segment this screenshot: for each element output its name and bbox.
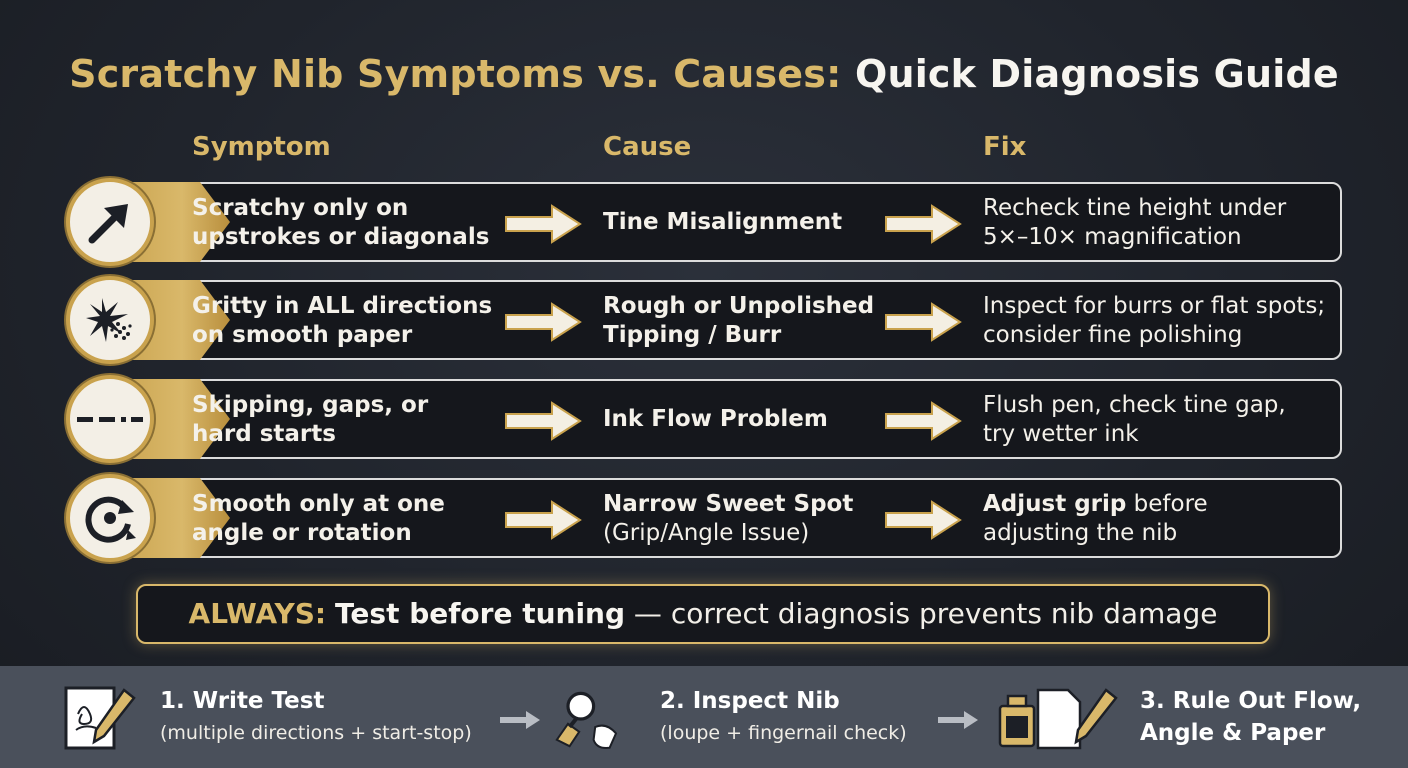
cause-text: Narrow Sweet Spot (Grip/Angle Issue) (603, 490, 853, 548)
symptom-line: on smooth paper (192, 322, 413, 348)
arrow-right-icon (505, 401, 582, 441)
fix-line: adjusting the nib (983, 520, 1178, 546)
cause-text: Ink Flow Problem (603, 405, 828, 434)
arrow-right-icon (885, 204, 962, 244)
gritty-burst-icon (66, 276, 154, 364)
symptom-line: Skipping, gaps, or (192, 392, 429, 418)
step-title: 2. Inspect Nib (660, 688, 840, 714)
row-panel (110, 478, 1342, 558)
fix-text: Recheck tine height under 5×–10× magnifi… (983, 194, 1286, 252)
fix-text: Inspect for burrs or flat spots; conside… (983, 292, 1325, 350)
step-arrow-icon (500, 711, 540, 729)
symptom-line: upstrokes or diagonals (192, 224, 490, 250)
fix-line: Adjust grip before (983, 490, 1208, 519)
always-bold: Test before tuning (335, 597, 626, 630)
fix-line: 5×–10× magnification (983, 224, 1242, 250)
diagonal-arrow-icon (66, 178, 154, 266)
cause-line: Rough or Unpolished (603, 293, 875, 319)
fix-line: try wetter ink (983, 421, 1139, 447)
row-panel (110, 182, 1342, 262)
arrow-right-icon (505, 204, 582, 244)
diagnosis-row: Scratchy only on upstrokes or diagonals … (66, 178, 1342, 266)
title-part2: Quick Diagnosis Guide (854, 52, 1339, 96)
cause-line: Narrow Sweet Spot (603, 491, 854, 517)
fix-line: Recheck tine height under (983, 195, 1287, 221)
page-title: Scratchy Nib Symptoms vs. Causes: Quick … (0, 52, 1408, 96)
step-arrow-icon (938, 711, 978, 729)
row-panel (110, 280, 1342, 360)
magnifier-nib-icon (555, 691, 618, 750)
column-header-fix: Fix (983, 132, 1027, 162)
writing-paper-icon (64, 686, 136, 750)
cause-text: Tine Misalignment (603, 208, 842, 237)
fix-line: Flush pen, check tine gap, (983, 392, 1286, 418)
arrow-right-icon (885, 500, 962, 540)
step-title-line2: Angle & Paper (1140, 720, 1326, 746)
title-part1: Scratchy Nib Symptoms vs. Causes: (69, 52, 842, 96)
arrow-right-icon (885, 302, 962, 342)
always-banner: ALWAYS: Test before tuning — correct dia… (136, 584, 1270, 644)
diagnosis-row: Gritty in ALL directions on smooth paper… (66, 276, 1342, 364)
step-subtitle: (multiple directions + start-stop) (160, 722, 472, 744)
symptom-line: Smooth only at one (192, 491, 445, 517)
symptom-text: Skipping, gaps, or hard starts (192, 391, 428, 449)
cause-line: Tine Misalignment (603, 209, 843, 235)
cause-line: Ink Flow Problem (603, 406, 828, 432)
always-rest: — correct diagnosis prevents nib damage (625, 597, 1218, 630)
fix-line: Inspect for burrs or flat spots; (983, 293, 1326, 319)
column-header-cause: Cause (603, 132, 692, 162)
symptom-line: Scratchy only on (192, 195, 409, 221)
step-title: 1. Write Test (160, 688, 325, 714)
column-header-symptom: Symptom (192, 132, 331, 162)
steps-footer: 1. Write Test (multiple directions + sta… (0, 666, 1408, 768)
fix-bold: Adjust grip (983, 491, 1127, 517)
symptom-text: Smooth only at one angle or rotation (192, 490, 445, 548)
symptom-line: Gritty in ALL directions (192, 293, 493, 319)
symptom-text: Scratchy only on upstrokes or diagonals (192, 194, 489, 252)
cause-text: Rough or Unpolished Tipping / Burr (603, 292, 874, 350)
fix-text: Adjust grip before adjusting the nib (983, 490, 1208, 548)
dashed-line-icon (66, 375, 154, 463)
arrow-right-icon (505, 302, 582, 342)
fix-text: Flush pen, check tine gap, try wetter in… (983, 391, 1286, 449)
cause-line: Tipping / Burr (603, 322, 782, 348)
arrow-right-icon (885, 401, 962, 441)
symptom-line: angle or rotation (192, 520, 412, 546)
always-label: ALWAYS: (188, 597, 327, 630)
step-subtitle: (loupe + fingernail check) (660, 722, 907, 744)
arrow-right-icon (505, 500, 582, 540)
ink-bottle-pen-icon (998, 688, 1118, 750)
cause-subtext: (Grip/Angle Issue) (603, 520, 810, 546)
symptom-text: Gritty in ALL directions on smooth paper (192, 292, 492, 350)
row-panel (110, 379, 1342, 459)
step-title: 3. Rule Out Flow, (1140, 688, 1362, 714)
fix-line: consider fine polishing (983, 322, 1243, 348)
rotation-icon (66, 474, 154, 562)
diagnosis-row: Skipping, gaps, or hard starts Ink Flow … (66, 375, 1342, 463)
fix-line-rest: before (1126, 491, 1208, 517)
symptom-line: hard starts (192, 421, 336, 447)
diagnosis-row: Smooth only at one angle or rotation Nar… (66, 474, 1342, 562)
